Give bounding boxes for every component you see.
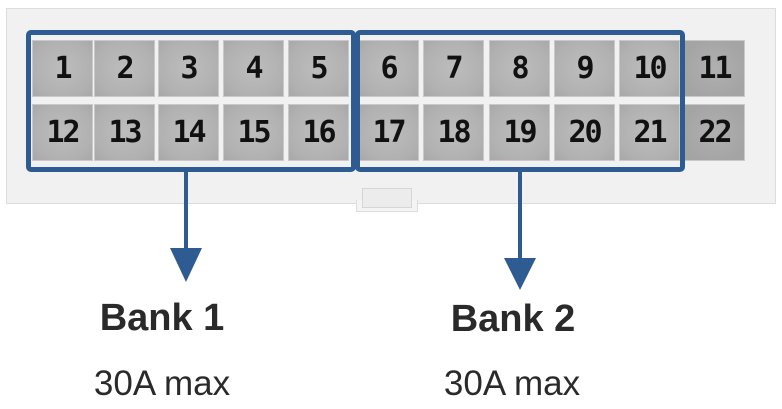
pin-10: 10 [619,40,680,97]
bank-1-name: Bank 1 [99,297,225,339]
pin-1: 1 [32,40,93,97]
pin-11: 11 [684,40,745,97]
pin-4: 4 [223,40,284,97]
bank-2-frame [355,30,685,172]
bank-1-rating: 30A max [93,364,231,403]
pin-6: 6 [358,40,419,97]
pin-9: 9 [554,40,615,97]
bank-2-rating: 30A max [443,364,581,403]
pin-13: 13 [94,104,155,161]
bank-2-name: Bank 2 [450,298,576,340]
pin-19: 19 [489,104,550,161]
bank-1-arrow [170,172,202,282]
pin-8: 8 [489,40,550,97]
pin-14: 14 [158,104,219,161]
pin-21: 21 [619,104,680,161]
pin-16: 16 [288,104,349,161]
pin-7: 7 [423,40,484,97]
bank-2-arrow [504,172,536,290]
pin-3: 3 [158,40,219,97]
pin-2: 2 [94,40,155,97]
pin-20: 20 [554,104,615,161]
connector-latch-inner [362,188,412,208]
pin-15: 15 [223,104,284,161]
pin-18: 18 [423,104,484,161]
pin-5: 5 [288,40,349,97]
pin-22: 22 [684,104,745,161]
pin-12: 12 [32,104,93,161]
bank-1-frame [26,30,356,172]
